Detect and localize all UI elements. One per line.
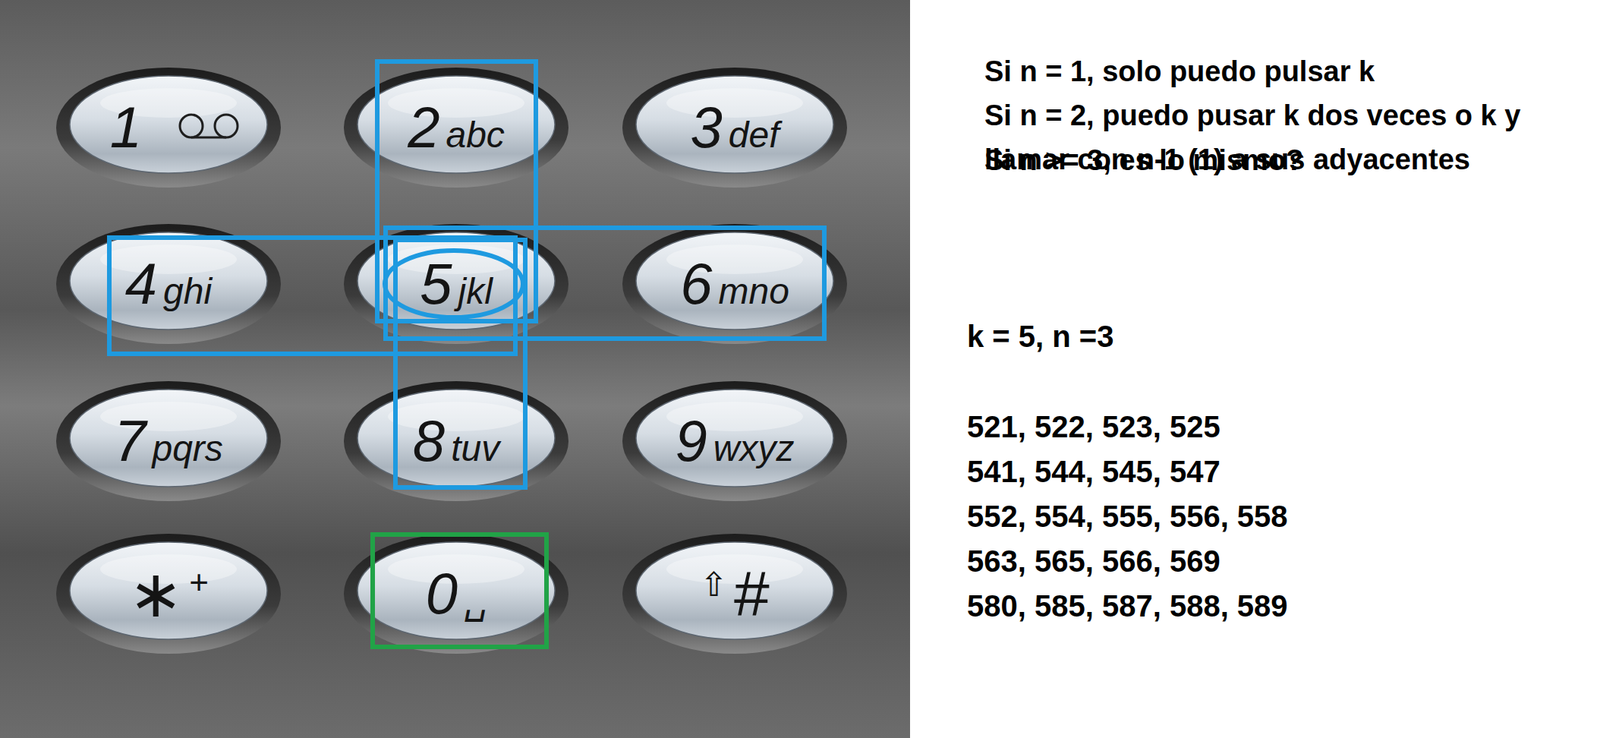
key-ring — [56, 533, 281, 654]
key-ring — [343, 67, 569, 188]
key-face — [636, 389, 834, 487]
phone-key: 2abc — [342, 66, 571, 189]
label-holder: Si n >= 3, es lo mismo? — [984, 138, 1566, 183]
key-letters: tuv — [450, 430, 500, 467]
sequence-text: k = 5, n =3 — [966, 314, 1544, 359]
key-highlight — [387, 244, 525, 275]
phone-key: 6mno — [620, 222, 849, 346]
key-face — [357, 541, 555, 640]
sequence-text: 580, 585, 587, 588, 589 — [966, 583, 1544, 628]
excluded-key-box — [372, 534, 547, 647]
highlight-box — [395, 239, 526, 488]
label-holder: 521, 522, 523, 525 — [966, 404, 1544, 449]
sequence-text: 552, 554, 555, 556, 558 — [966, 494, 1544, 539]
key-face — [636, 75, 834, 174]
key-ring — [622, 533, 848, 654]
key-letters: abc — [445, 116, 504, 154]
key-ring — [56, 223, 281, 344]
key-ring — [622, 381, 848, 501]
label-holder: k = 5, n =3 — [966, 314, 1544, 359]
voicemail-circle — [179, 114, 203, 138]
key-letters: + — [188, 565, 209, 599]
key-letters: mno — [718, 273, 789, 310]
key-digit: 8 — [412, 412, 445, 470]
highlight-box — [377, 61, 536, 322]
sequence-text: 541, 544, 545, 547 — [966, 449, 1544, 494]
phone-key: 0␣ — [342, 532, 571, 656]
key-digit: 7 — [113, 412, 146, 470]
phone-key: 7pqrs — [54, 379, 283, 503]
key-ring — [56, 67, 281, 188]
note-text: Si n = 1, solo puedo pulsar k — [984, 49, 1566, 94]
key-letters: pqrs — [151, 430, 223, 467]
phone-key: ⇧# — [620, 532, 849, 656]
phone-key: 3def — [620, 66, 849, 189]
key-letters: def — [728, 116, 780, 154]
key-face — [69, 541, 268, 640]
key-highlight — [100, 244, 237, 275]
label-holder: 552, 554, 555, 556, 558 — [966, 494, 1544, 539]
key-ring — [622, 67, 848, 188]
key-face — [357, 75, 555, 174]
key-face — [357, 232, 555, 330]
label-holder: 563, 565, 566, 569 — [966, 538, 1544, 583]
sequence-text: 521, 522, 523, 525 — [966, 404, 1544, 449]
phone-key: 8tuv — [342, 379, 571, 503]
phone-key: 4ghi — [54, 222, 283, 346]
keypad-panel — [0, 0, 911, 738]
label-holder: Si n = 1, solo puedo pulsar k — [984, 49, 1566, 94]
key-digit: 4 — [125, 255, 158, 313]
key-face — [69, 389, 268, 487]
phone-key: 9wxyz — [620, 379, 849, 503]
key-digit: ⇧ — [699, 567, 728, 602]
voicemail-icon — [179, 114, 238, 138]
key-digit: 6 — [680, 255, 712, 313]
key-letters: ␣ — [463, 582, 487, 620]
highlight-box — [109, 237, 516, 354]
highlight-box — [385, 227, 825, 339]
key-letters: # — [733, 561, 770, 626]
key-letters: jkl — [457, 273, 492, 310]
key-digit: 0 — [425, 564, 458, 623]
key-face — [636, 541, 834, 640]
key-ring — [343, 381, 569, 501]
key-ring — [343, 533, 569, 654]
key-digit: 5 — [419, 255, 452, 313]
highlight-ellipse — [384, 250, 523, 318]
key-digit: ∗ — [128, 560, 183, 627]
key-digit: 1 — [110, 98, 142, 157]
key-face — [357, 389, 555, 487]
key-shape — [342, 222, 571, 346]
key-digit: 3 — [689, 98, 722, 157]
key-highlight — [666, 88, 804, 118]
key-letters: ghi — [163, 273, 212, 310]
key-letters: wxyz — [713, 430, 795, 467]
key-shape — [54, 66, 283, 189]
key-digit: 9 — [675, 412, 708, 470]
key-face — [69, 75, 268, 174]
note-text: Si n >= 3, es lo mismo? — [984, 138, 1566, 183]
key-highlight — [387, 401, 525, 432]
sequence-text: 563, 565, 566, 569 — [966, 538, 1544, 583]
phone-key: 5jkl — [342, 222, 571, 346]
key-ring — [622, 223, 848, 344]
label-holder: 541, 544, 545, 547 — [966, 449, 1544, 494]
label-holder: 580, 585, 587, 588, 589 — [966, 583, 1544, 628]
key-ring — [56, 381, 281, 501]
phone-key: ∗+ — [54, 532, 283, 656]
key-digit: 2 — [407, 98, 440, 157]
key-face — [69, 232, 268, 330]
voicemail-bar — [191, 136, 227, 139]
key-ring — [343, 223, 569, 344]
key-face — [636, 232, 834, 330]
phone-key: 1 — [54, 66, 283, 189]
voicemail-circle — [214, 114, 238, 138]
